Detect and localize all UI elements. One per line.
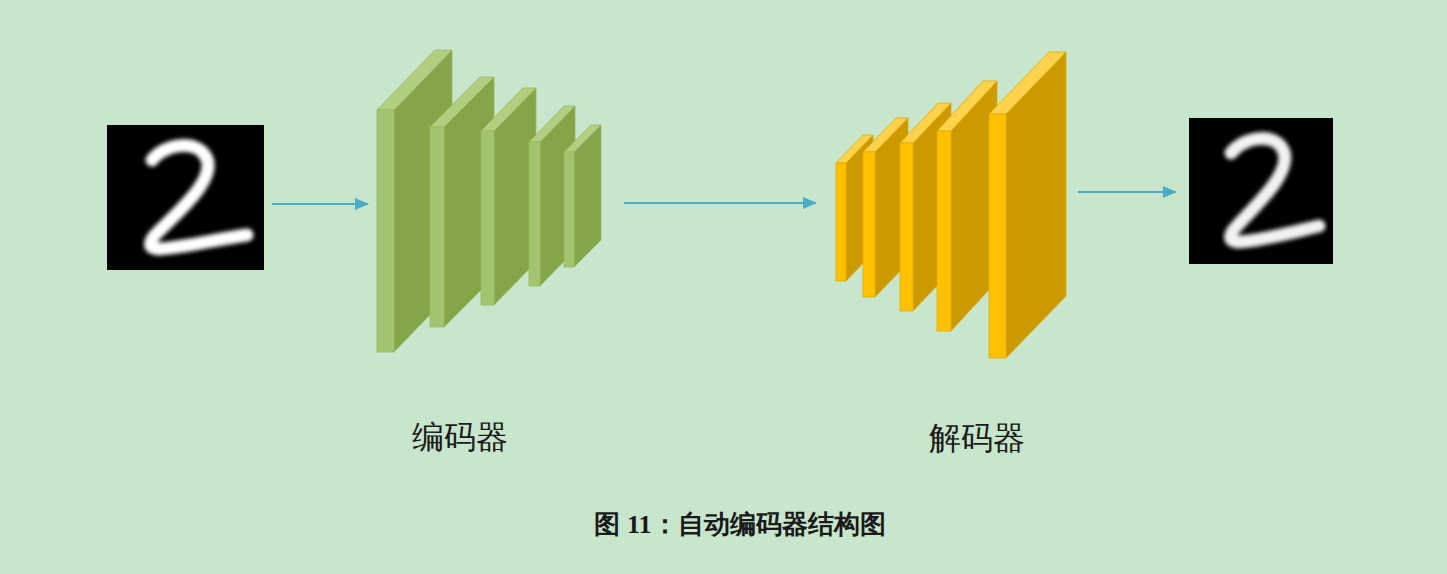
layer-slab xyxy=(377,50,452,352)
slab-front xyxy=(989,114,1006,358)
decoder-layers xyxy=(836,52,1066,358)
layer-slab xyxy=(430,77,494,327)
slab-front xyxy=(430,127,444,327)
slab-front xyxy=(481,131,494,305)
flow-arrow xyxy=(624,202,816,204)
input-image xyxy=(107,125,264,270)
encoder-block: 编码器 xyxy=(377,50,601,352)
layer-slab xyxy=(481,88,536,305)
layer-slab xyxy=(937,81,997,331)
slab-top xyxy=(481,88,536,131)
slab-front xyxy=(937,131,951,331)
figure-caption: 图 11：自动编码器结构图 xyxy=(594,509,885,540)
output-image xyxy=(1189,118,1333,264)
slab-front xyxy=(529,142,540,286)
slab-front xyxy=(377,110,394,352)
slab-top xyxy=(564,125,601,152)
slab-top xyxy=(529,106,575,142)
slab-front xyxy=(863,152,875,297)
input-arrow xyxy=(272,203,368,205)
slab-front xyxy=(564,152,574,267)
decoder-block: 解码器 xyxy=(836,52,1066,358)
block-label: 解码器 xyxy=(929,419,1025,457)
slab-top xyxy=(989,52,1066,114)
layer-slab xyxy=(564,125,601,267)
output-arrow xyxy=(1078,191,1176,193)
slab-front xyxy=(900,143,913,311)
layer-slab xyxy=(529,106,575,286)
slab-top xyxy=(430,77,494,127)
encoder-layers xyxy=(377,50,601,352)
slab-front xyxy=(836,163,846,281)
slab-top xyxy=(937,81,997,131)
block-label: 编码器 xyxy=(412,418,508,456)
layer-slab xyxy=(989,52,1066,358)
slab-top xyxy=(377,50,452,110)
